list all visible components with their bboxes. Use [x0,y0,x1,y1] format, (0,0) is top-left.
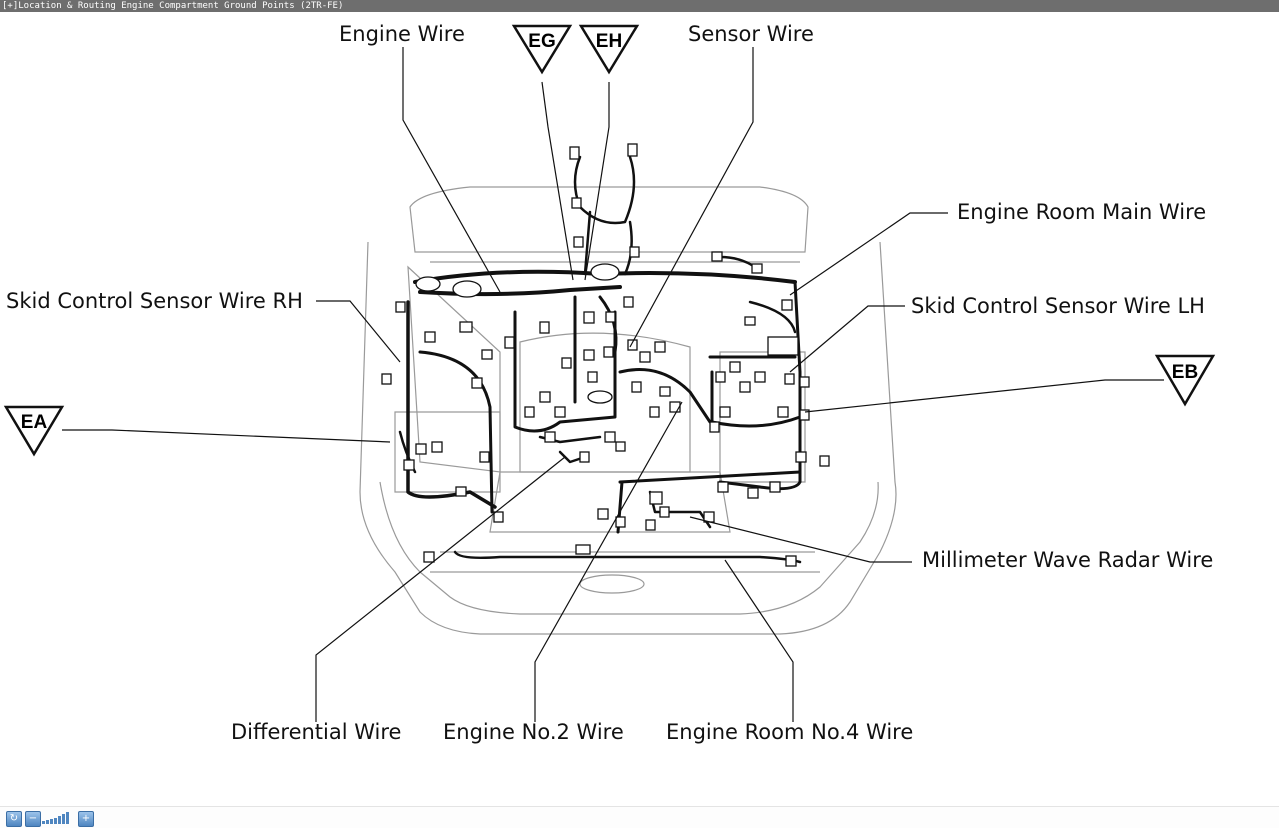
ground-point-ea-label: EA [21,412,48,433]
label-engine-wire: Engine Wire [339,22,465,46]
label-engine-room-main-wire: Engine Room Main Wire [957,200,1207,224]
expand-toggle[interactable]: [+] [2,1,19,11]
ground-point-eg-label: EG [528,31,555,52]
ground-point-eh: EH [578,24,640,75]
window-title-bar: [+]Location & Routing Engine Compartment… [0,0,1279,12]
ground-point-eb: EB [1154,354,1216,407]
ground-point-eh-label: EH [596,31,622,52]
engine-compartment-diagram: EG EH EA EB Engine Wire Sensor Wire Engi… [0,12,1279,807]
zoom-level-indicator[interactable] [42,809,74,827]
label-differential-wire: Differential Wire [231,720,402,744]
window-title: Location & Routing Engine Compartment Gr… [18,1,344,11]
ground-point-ea: EA [3,405,65,457]
leader-lines [62,47,1164,722]
wire-harness [398,155,802,564]
label-skid-control-sensor-wire-rh: Skid Control Sensor Wire RH [6,289,303,313]
label-engine-no2-wire: Engine No.2 Wire [443,720,624,744]
zoom-out-icon[interactable]: − [25,811,41,827]
label-sensor-wire: Sensor Wire [688,22,814,46]
label-skid-control-sensor-wire-lh: Skid Control Sensor Wire LH [911,294,1205,318]
refresh-icon[interactable]: ↻ [6,811,22,827]
label-millimeter-wave-radar-wire: Millimeter Wave Radar Wire [922,548,1214,572]
zoom-toolbar: ↻ − + [0,806,1279,828]
connectors [381,143,830,567]
label-engine-room-no4-wire: Engine Room No.4 Wire [666,720,914,744]
zoom-in-icon[interactable]: + [78,811,94,827]
ground-point-eb-label: EB [1172,362,1198,383]
diagram-canvas: EG EH EA EB [3,24,1216,722]
ground-point-eg: EG [511,24,573,75]
